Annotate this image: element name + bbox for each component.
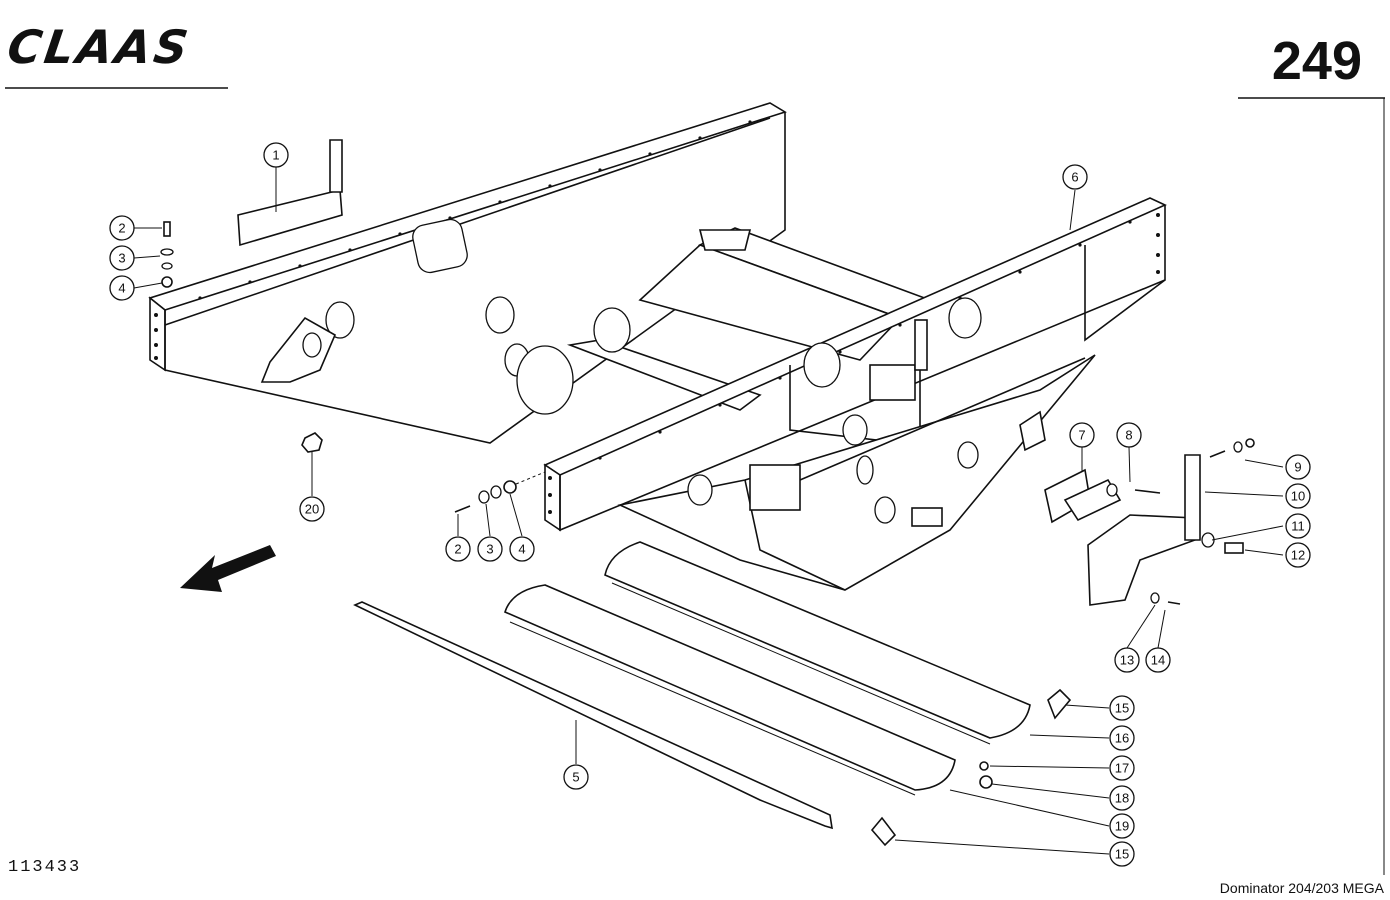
callout-13: 13 [1114,647,1140,673]
svg-text:12: 12 [1291,548,1305,563]
svg-text:2: 2 [454,542,461,557]
callout-17: 17 [1109,755,1135,781]
svg-text:7: 7 [1078,428,1085,443]
callout-2: 2 [109,215,135,241]
callout-4: 4 [109,275,135,301]
svg-text:14: 14 [1151,653,1165,668]
direction-arrow-icon [180,545,276,592]
svg-text:19: 19 [1115,819,1129,834]
svg-text:2: 2 [118,221,125,236]
shield-part-19 [504,584,956,796]
svg-text:16: 16 [1115,731,1129,746]
svg-text:3: 3 [118,251,125,266]
clip-parts [870,688,1072,847]
left-side-wall [148,102,787,444]
callout-10: 10 [1285,483,1311,509]
svg-text:4: 4 [518,542,525,557]
page-number: 249 [1271,31,1362,91]
callout-8: 8 [1116,422,1142,448]
svg-text:9: 9 [1294,460,1301,475]
bolt-stack-left [160,221,174,288]
callout-15-lower: 15 [1109,841,1135,867]
shield-part-16 [604,541,1031,745]
callout-3: 3 [109,245,135,271]
nut-part-20 [301,432,323,453]
callout-15-upper: 15 [1109,695,1135,721]
callout-9: 9 [1285,454,1311,480]
svg-text:11: 11 [1291,519,1305,534]
bolt-stack-lower [454,471,546,513]
svg-text:5: 5 [572,770,579,785]
callout-11: 11 [1285,513,1311,539]
callout-2-lower: 2 [445,536,471,562]
leader-lines [133,167,1284,855]
callout-16: 16 [1109,725,1135,751]
bearing-assembly [1044,438,1255,606]
shield-part-5 [353,601,833,830]
callout-12: 12 [1285,542,1311,568]
callout-7: 7 [1069,422,1095,448]
callout-14: 14 [1145,647,1171,673]
svg-text:6: 6 [1071,170,1078,185]
callout-19: 19 [1109,813,1135,839]
callout-3-lower: 3 [477,536,503,562]
model-caption: Dominator 204/203 MEGA [1219,880,1384,896]
callout-1: 1 [263,142,289,168]
right-side-wall [543,197,1167,532]
callout-20: 20 [299,496,325,522]
svg-text:15: 15 [1115,701,1129,716]
svg-text:17: 17 [1115,761,1129,776]
callout-18: 18 [1109,785,1135,811]
svg-text:18: 18 [1115,791,1129,806]
svg-text:15: 15 [1115,847,1129,862]
svg-text:8: 8 [1125,428,1132,443]
svg-text:10: 10 [1291,489,1305,504]
plate-part-1 [237,139,343,247]
wall-bracket [260,316,337,383]
callout-6: 6 [1062,164,1088,190]
svg-text:1: 1 [272,148,279,163]
callout-5: 5 [563,764,589,790]
svg-text:4: 4 [118,281,125,296]
svg-text:3: 3 [486,542,493,557]
drawing-number: 113433 [8,858,82,877]
callout-4-lower: 4 [509,536,535,562]
floor-pan [617,354,1096,591]
svg-text:13: 13 [1120,653,1134,668]
svg-text:20: 20 [305,502,319,517]
